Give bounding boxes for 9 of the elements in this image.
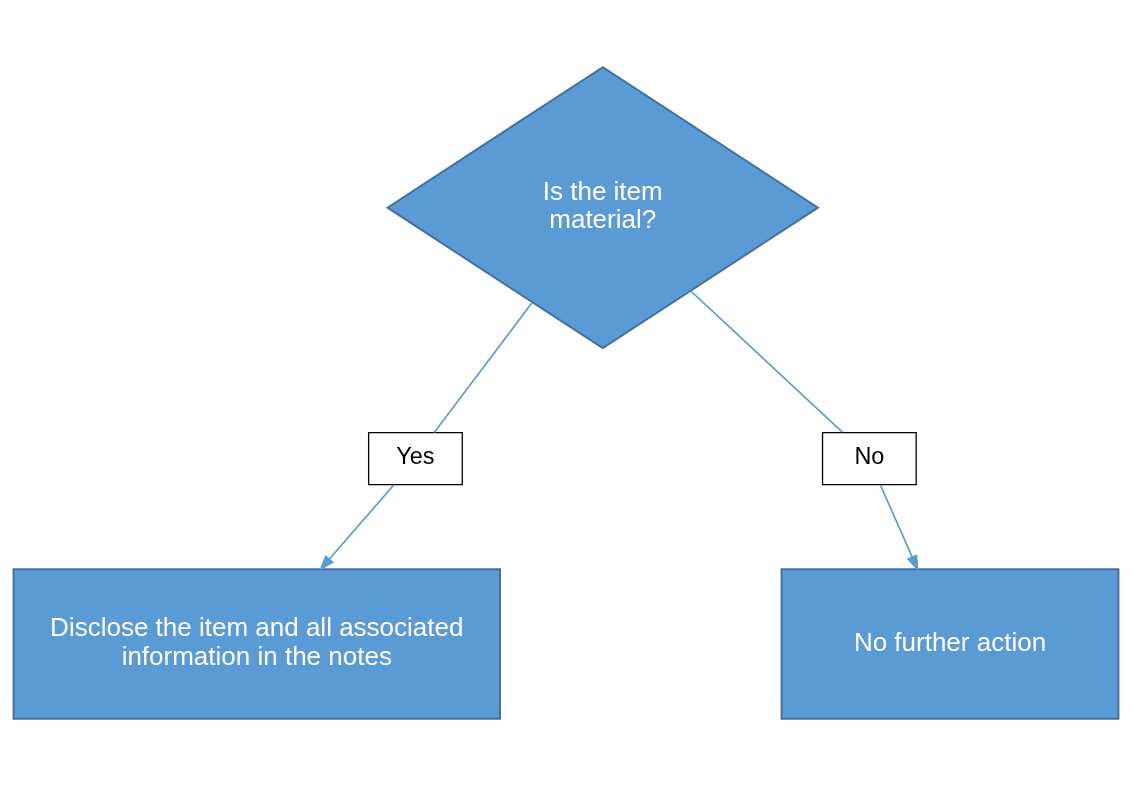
connector <box>689 289 844 433</box>
node-box: No <box>821 431 917 485</box>
node-box: Yes <box>368 431 463 485</box>
connector <box>433 301 534 433</box>
node-diamond: Is the item material? <box>385 65 820 349</box>
node-box: No further action <box>780 567 1120 720</box>
arrow <box>879 483 919 571</box>
arrow <box>319 483 395 571</box>
node-box: Disclose the item and all associated information in the notes <box>12 567 501 720</box>
